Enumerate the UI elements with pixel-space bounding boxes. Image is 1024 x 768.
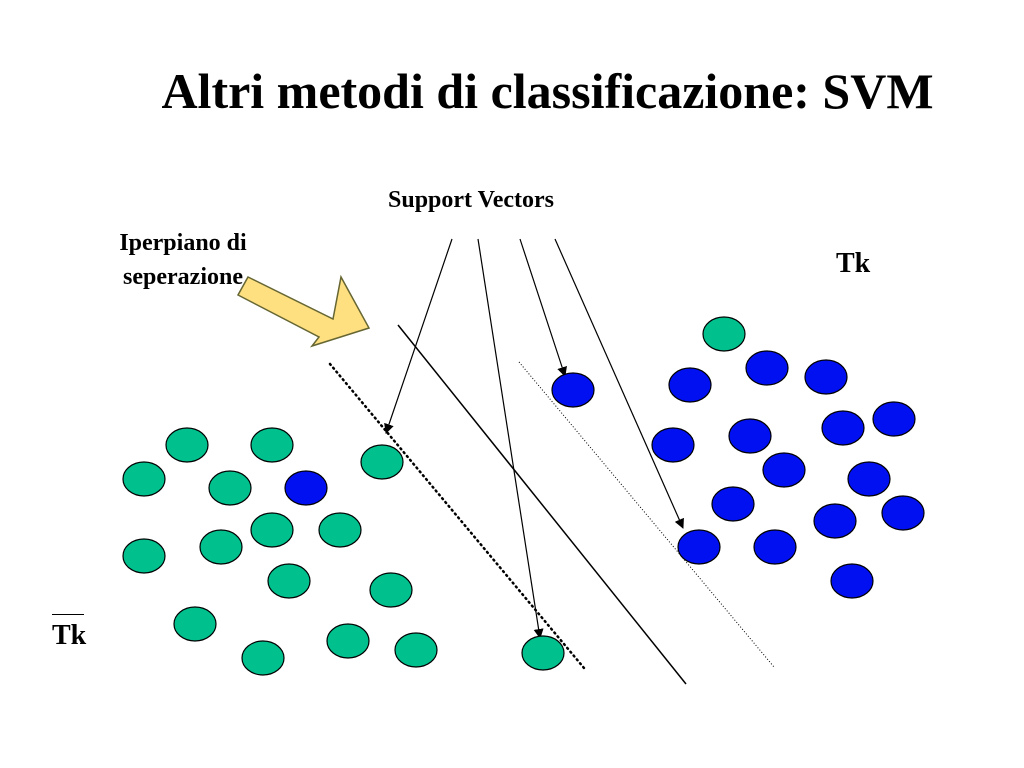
data-point-green: [250, 512, 294, 548]
class-negative-points: [122, 316, 746, 676]
hyperplane-arrow: [236, 274, 371, 348]
data-point-green: [702, 316, 746, 352]
data-point-green: [173, 606, 217, 642]
data-point-green: [199, 529, 243, 565]
support-vector-blue: [677, 529, 721, 565]
data-point-blue: [881, 495, 925, 531]
data-point-green: [369, 572, 413, 608]
support-vectors-label: Support Vectors: [388, 187, 555, 213]
data-point-blue: [728, 418, 772, 454]
data-point-green: [394, 632, 438, 668]
data-point-blue: [668, 367, 712, 403]
data-point-blue: [821, 410, 865, 446]
class-tk-label: Tk: [836, 248, 871, 279]
support-vector-pointer: [519, 238, 567, 377]
class-tk-complement-label: Tk: [52, 614, 87, 651]
slide-title: Altri metodi di classificazione: SVM: [161, 63, 934, 119]
support-vector-blue: [551, 372, 595, 408]
data-point-blue: [651, 427, 695, 463]
margin-boundary-negative: [328, 362, 586, 670]
data-point-green: [122, 461, 166, 497]
separating-hyperplane: [397, 324, 687, 685]
support-vector-green: [521, 635, 565, 671]
data-point-blue: [804, 359, 848, 395]
data-point-green: [318, 512, 362, 548]
support-vector-pointer: [384, 238, 453, 434]
data-point-blue: [872, 401, 916, 437]
data-point-blue: [813, 503, 857, 539]
hyperplane-label: Iperpiano di seperazione: [119, 230, 247, 290]
data-point-blue: [753, 529, 797, 565]
data-point-green: [326, 623, 370, 659]
data-point-blue: [830, 563, 874, 599]
data-point-blue: [762, 452, 806, 488]
support-vector-pointer: [477, 238, 544, 639]
margin-boundary-positive: [518, 361, 775, 668]
data-point-green: [360, 444, 404, 480]
support-vector-pointer: [554, 238, 684, 529]
class-positive-points: [284, 350, 925, 599]
data-point-blue: [745, 350, 789, 386]
data-point-green: [122, 538, 166, 574]
data-point-blue: [711, 486, 755, 522]
data-point-green: [241, 640, 285, 676]
data-point-green: [267, 563, 311, 599]
data-point-blue: [284, 470, 328, 506]
data-point-blue: [847, 461, 891, 497]
data-point-green: [165, 427, 209, 463]
data-point-green: [208, 470, 252, 506]
data-point-green: [250, 427, 294, 463]
